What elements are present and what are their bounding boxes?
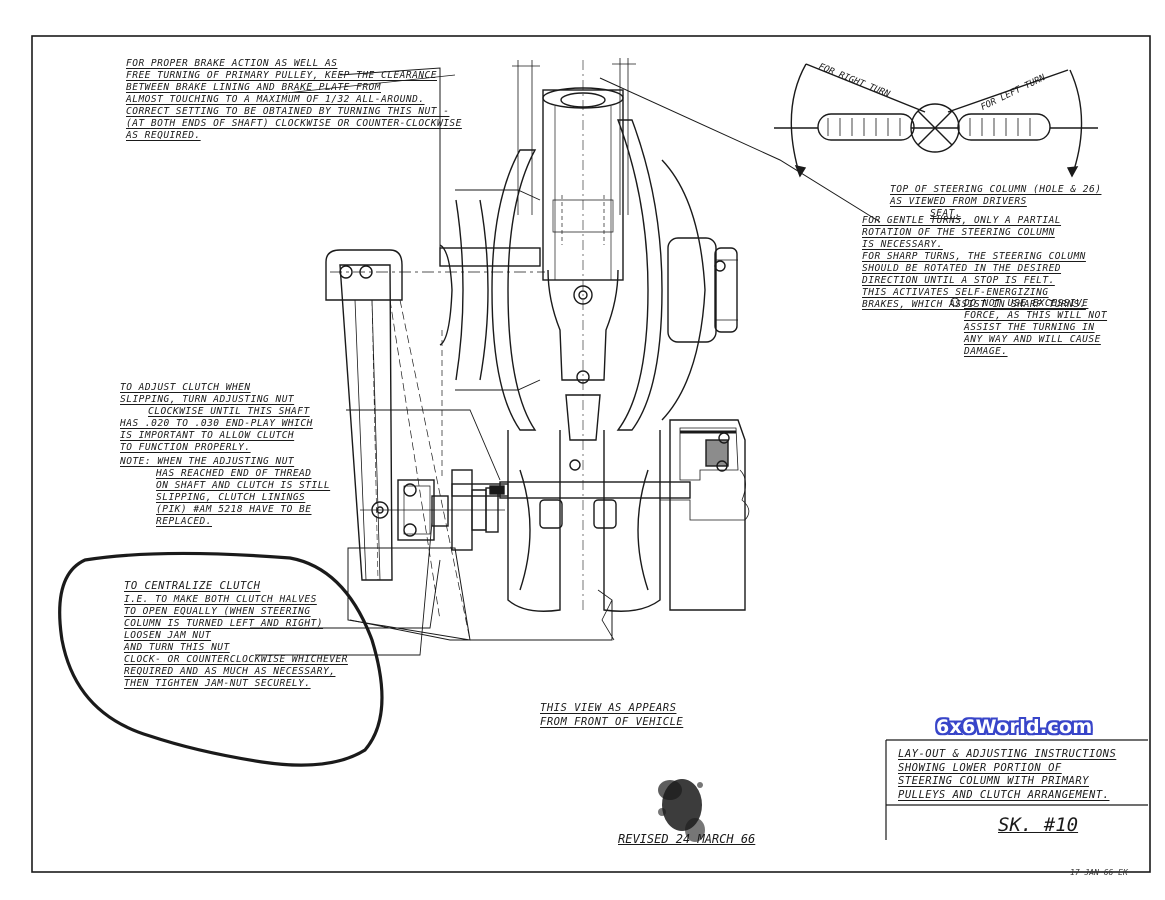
adjust-clutch-line: clockwise until this shaft xyxy=(148,406,310,417)
centralize-line: required and as much as necessary, xyxy=(124,665,336,677)
brake-action-line: For proper brake action as well as xyxy=(126,58,338,69)
clutch-note-line: (pik) #Am 5218 have to be xyxy=(156,504,312,515)
title-block-line: steering column with primary xyxy=(898,775,1090,787)
title-block: Lay-out & adjusting instructions showing… xyxy=(898,748,1116,802)
centralize-line: then tighten jam-nut securely. xyxy=(124,677,311,689)
turning-line: For sharp turns, the steering column xyxy=(862,251,1086,262)
clutch-note-line: replaced. xyxy=(156,516,212,527)
drawing-number: SK. #10 xyxy=(998,814,1079,836)
brake-action-line: Correct setting to be obtained by turnin… xyxy=(126,106,450,117)
revision-date: Revised 24 March 66 xyxy=(618,832,756,846)
clutch-note-line: on shaft and clutch is still xyxy=(156,480,331,491)
steering-column-top-view xyxy=(774,63,1098,178)
turning-line: brakes, which assist in sharp turns. xyxy=(862,299,1086,310)
adjust-clutch-line: slipping, turn adjusting nut xyxy=(120,394,295,405)
note-turning: For gentle turns, only a partial rotatio… xyxy=(862,215,1086,311)
turning-line: should be rotated in the desired xyxy=(862,263,1062,274)
note-steering-column-top: Top of steering column (hole & 26) as vi… xyxy=(890,184,1101,220)
note-adjust-clutch: To adjust clutch when slipping, turn adj… xyxy=(120,382,313,454)
clutch-pulley-assembly xyxy=(250,58,750,656)
excessive-force-line: any way and will cause xyxy=(964,334,1101,345)
title-block-frame xyxy=(885,739,1148,840)
excessive-force-line: Do not use excessive xyxy=(964,298,1089,309)
note-brake-action: For proper brake action as well as free … xyxy=(126,58,462,142)
adjust-clutch-line: to function properly. xyxy=(120,442,251,453)
centralize-line: column is turned left and right) xyxy=(124,617,324,629)
brake-action-line: (at both ends of shaft) clockwise or cou… xyxy=(126,118,462,129)
view-caption: This view as appears from front of vehic… xyxy=(540,702,683,729)
brake-action-line: free turning of primary pulley, keep the… xyxy=(126,70,437,81)
steering-top-line: as viewed from drivers xyxy=(890,196,1027,207)
centralize-line: and turn this nut xyxy=(124,641,230,653)
note-centralize-clutch: To centralize clutch i.e. to make both c… xyxy=(124,580,348,690)
excessive-force-line: force, as this will not xyxy=(964,310,1108,321)
title-block-line: pulleys and clutch arrangement. xyxy=(898,788,1110,801)
adjust-clutch-line: To adjust clutch when xyxy=(120,382,251,393)
brake-action-line: as required. xyxy=(126,130,201,141)
turning-line: For gentle turns, only a partial xyxy=(862,215,1062,226)
excessive-force-line: damage. xyxy=(964,346,1008,357)
centralize-line: to open equally (when steering xyxy=(124,605,311,617)
sheet-border xyxy=(31,35,1151,873)
turning-line: direction until a stop is felt. xyxy=(862,275,1055,286)
note-clutch-linings: Note: when the adjusting nut has reached… xyxy=(120,456,330,528)
watermark-logo: 6x6World.com xyxy=(936,716,1093,738)
ink-smudge xyxy=(658,779,705,842)
turning-line: This activates self-energizing xyxy=(862,287,1049,298)
corner-date: 17 JAN 66 EK xyxy=(1070,868,1128,877)
clutch-note-line: Note: when the adjusting nut xyxy=(120,456,295,467)
view-caption-line: from front of vehicle xyxy=(540,715,684,728)
view-caption-line: This view as appears xyxy=(540,702,677,714)
excessive-force-line: assist the turning in xyxy=(964,322,1095,333)
adjust-clutch-line: is important to allow clutch xyxy=(120,430,295,441)
title-block-line: showing lower portion of xyxy=(898,761,1062,774)
steering-top-line: seat. xyxy=(930,208,962,219)
brake-action-line: almost touching to a maximum of 1/32 all… xyxy=(126,94,425,105)
steering-top-line: Top of steering column (hole & 26) xyxy=(890,184,1102,195)
hand-drawn-loop xyxy=(58,551,384,767)
centralize-line: loosen jam nut xyxy=(124,629,212,641)
centralize-title: To centralize clutch xyxy=(124,580,261,592)
adjust-clutch-line: has .020 to .030 end-play which xyxy=(120,418,313,429)
turning-line: is necessary. xyxy=(862,239,943,250)
centralize-line: clock- or counterclockwise whichever xyxy=(124,653,348,665)
turning-line: rotation of the steering column xyxy=(862,227,1055,238)
clutch-note-line: slipping, clutch linings xyxy=(156,492,306,503)
note-excessive-force: Do not use excessive force, as this will… xyxy=(964,298,1107,358)
clutch-note-line: has reached end of thread xyxy=(156,468,312,479)
title-block-line: Lay-out & adjusting instructions xyxy=(898,748,1117,760)
brake-action-line: between brake lining and brake plate fro… xyxy=(126,82,381,93)
centralize-line: i.e. to make both clutch halves xyxy=(124,593,317,605)
